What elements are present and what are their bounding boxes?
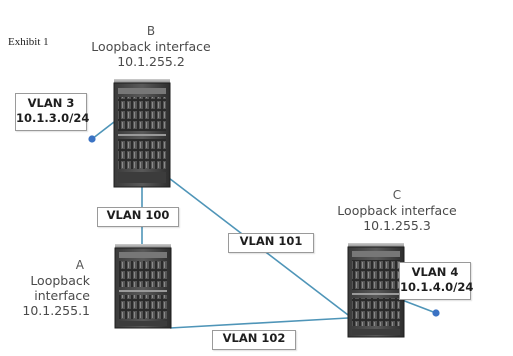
device-c-label: C Loopback interface 10.1.255.3 [322, 188, 472, 233]
device-b-letter: B [146, 24, 156, 38]
device-a-loopback-ip: 10.1.255.1 [22, 303, 90, 318]
vlan3-endpoint-dot [88, 135, 96, 143]
device-b-switch-icon [113, 79, 171, 188]
vlan4-name: VLAN 4 [411, 265, 459, 279]
device-b-label: B Loopback interface 10.1.255.2 [76, 24, 226, 69]
device-b-loopback-ip: 10.1.255.2 [117, 54, 185, 69]
link-vlan102-label: VLAN 102 [212, 330, 296, 350]
link-vlan101-label: VLAN 101 [228, 233, 314, 253]
link-vlan100-label: VLAN 100 [97, 207, 179, 227]
vlan4-network: 10.1.4.0/24 [400, 280, 474, 294]
device-b-loopback-title: Loopback interface [91, 39, 211, 54]
exhibit-label: Exhibit 1 [8, 36, 49, 48]
link-vlan4-line [401, 299, 437, 314]
link-vlan3-line [91, 121, 115, 140]
device-c-loopback-ip: 10.1.255.3 [363, 218, 431, 233]
vlan4-subnet-box: VLAN 4 10.1.4.0/24 [399, 262, 474, 300]
device-c-letter: C [392, 188, 402, 202]
device-a-letter: A [75, 258, 84, 272]
vlan3-subnet-box: VLAN 3 10.1.3.0/24 [15, 93, 90, 131]
device-a-label: A Loopback interface 10.1.255.1 [4, 258, 90, 318]
device-a-loopback-word: Loopback [30, 273, 90, 288]
vlan4-endpoint-dot [432, 309, 440, 317]
device-c-switch-icon [347, 243, 405, 338]
device-a-switch-icon [114, 244, 172, 329]
vlan3-name: VLAN 3 [27, 96, 75, 110]
vlan3-network: 10.1.3.0/24 [16, 111, 90, 125]
link-vlan102-line [169, 317, 349, 329]
device-a-interface-word: interface [34, 288, 90, 303]
device-c-loopback-title: Loopback interface [337, 203, 457, 218]
